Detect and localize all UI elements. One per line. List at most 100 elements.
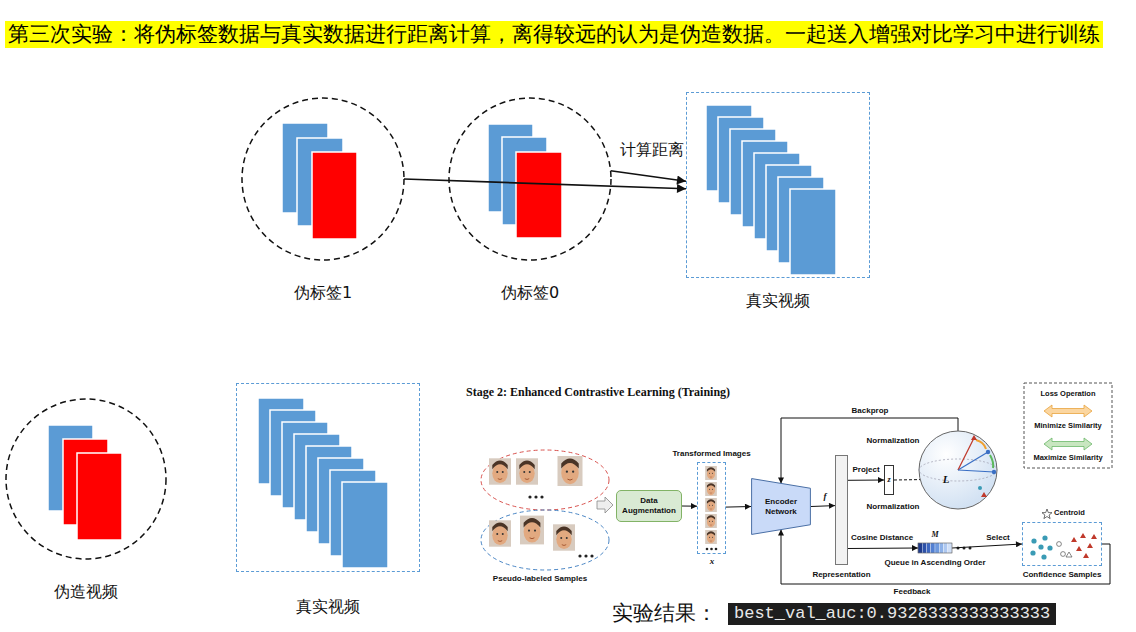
shape-polygon — [1066, 552, 1072, 557]
shape-circle — [540, 495, 543, 498]
edge-label: 计算距离 — [618, 140, 686, 159]
shape-use — [705, 530, 717, 544]
group-label: 伪标签0 — [501, 283, 559, 302]
connector-arrow — [682, 506, 697, 507]
pseudo-label-1-frames — [282, 123, 357, 239]
representation-bar: Representation — [835, 455, 848, 565]
shape-circle — [1031, 538, 1036, 543]
queue-bar: Queue in Ascending Order — [918, 543, 952, 553]
queue-label: Queue in Ascending Order — [884, 558, 985, 568]
pseudo-label-circle: 伪标签0 — [448, 97, 612, 261]
dashed-circle — [6, 399, 166, 559]
projection-box: z — [884, 465, 894, 495]
hypersphere: L — [918, 430, 998, 510]
trapezoid-shape — [752, 479, 811, 535]
queue-cell — [918, 543, 922, 553]
box-label: Encoder Network — [753, 497, 809, 516]
shape-use — [489, 520, 511, 546]
shape-outline — [448, 97, 612, 261]
legend-text: Centroid — [1054, 508, 1085, 517]
shape-rect — [77, 453, 122, 540]
feature-vector — [958, 470, 994, 472]
shape-outline — [918, 430, 998, 510]
queue-cell — [939, 543, 943, 553]
title-banner: 第三次实验：将伪标签数据与真实数据进行距离计算，离得较远的认为是伪造数据。一起送… — [5, 21, 1103, 48]
shape-circle — [706, 548, 709, 551]
shape-circle — [1057, 542, 1062, 547]
shape-circle — [534, 495, 537, 498]
shape-circle — [1030, 550, 1035, 555]
shape-outline — [918, 543, 952, 553]
variable-symbol: M — [931, 530, 938, 540]
queue-outline — [918, 543, 952, 553]
edge-label: Project — [850, 465, 881, 475]
shape-polygon — [1044, 405, 1092, 417]
image-column: Transformed Images — [697, 462, 726, 554]
box-label: Confidence Samples — [1023, 570, 1102, 580]
shape-use — [705, 466, 717, 480]
loss-legend-box — [1024, 383, 1112, 468]
confidence-box: Confidence Samples — [1022, 522, 1102, 566]
step-label: Normalization — [867, 436, 920, 446]
sample-dot — [986, 450, 990, 454]
sphere-body — [919, 431, 997, 509]
pseudo-label-circle: 伪标签1 — [241, 97, 405, 261]
shape-circle — [1061, 552, 1066, 557]
shape-use — [553, 524, 575, 550]
shape-circle — [584, 554, 587, 557]
shape-polygon — [1091, 534, 1097, 539]
real-video-box: 真实视频 — [236, 383, 420, 572]
group-label: 真实视频 — [746, 291, 810, 310]
shape-rect — [516, 152, 562, 238]
group-label: 伪造视频 — [54, 582, 118, 601]
shape-polygon — [1087, 543, 1093, 548]
confidence-cluster — [1030, 533, 1097, 560]
transformed-faces — [705, 466, 717, 550]
shape-rect — [790, 189, 836, 275]
queue-cell — [931, 543, 935, 553]
group-label: 真实视频 — [296, 597, 360, 616]
shape-polygon — [1083, 553, 1089, 558]
shape-use — [520, 516, 544, 545]
minimize-arc — [976, 440, 986, 449]
shape-circle — [1042, 535, 1047, 540]
variable-symbol: f — [824, 491, 827, 502]
sample-triangle — [981, 492, 987, 497]
shape-circle — [578, 554, 581, 557]
result-caption: 实验结果： — [612, 601, 717, 626]
shape-use — [489, 458, 511, 484]
sample-dot — [992, 470, 996, 474]
shape-rect — [312, 152, 357, 239]
shape-outline — [5, 398, 167, 560]
augmentation-box: Data Augmentation — [616, 490, 682, 522]
connector-arrow — [726, 506, 751, 508]
connector-arrow — [952, 544, 1022, 548]
connector-arrow — [611, 171, 686, 182]
edge-label: Feedback — [892, 587, 933, 597]
queue-cell — [927, 543, 931, 553]
group-caption: Pseudo-labeled Samples — [493, 574, 587, 584]
box-label: Data Augmentation — [619, 496, 679, 515]
shape-circle — [1038, 544, 1043, 549]
centroid-star — [1042, 509, 1052, 519]
connector-arrow — [848, 480, 884, 481]
loss-symbol: L — [943, 473, 950, 486]
shape-use — [516, 458, 538, 484]
shape-use — [705, 514, 717, 528]
shape-ellipse — [481, 450, 609, 510]
feature-vector — [958, 438, 974, 470]
shape-use — [705, 498, 717, 512]
fake-video-frames — [48, 425, 122, 540]
shape-rect — [1024, 383, 1112, 468]
vector-symbol: z — [887, 475, 890, 485]
legend-text: Maximize Similarity — [1033, 453, 1102, 462]
sample-dot — [978, 486, 982, 490]
connector-arrow — [811, 505, 835, 507]
real-video-frames-bottom — [258, 398, 388, 568]
connector-arrow — [894, 479, 920, 480]
result-value: best_val_auc:0.9328333333333333 — [728, 603, 1056, 625]
shape-circle — [1041, 554, 1046, 559]
figure-heading: Stage 2: Enhanced Contrastive Learning (… — [466, 385, 730, 399]
